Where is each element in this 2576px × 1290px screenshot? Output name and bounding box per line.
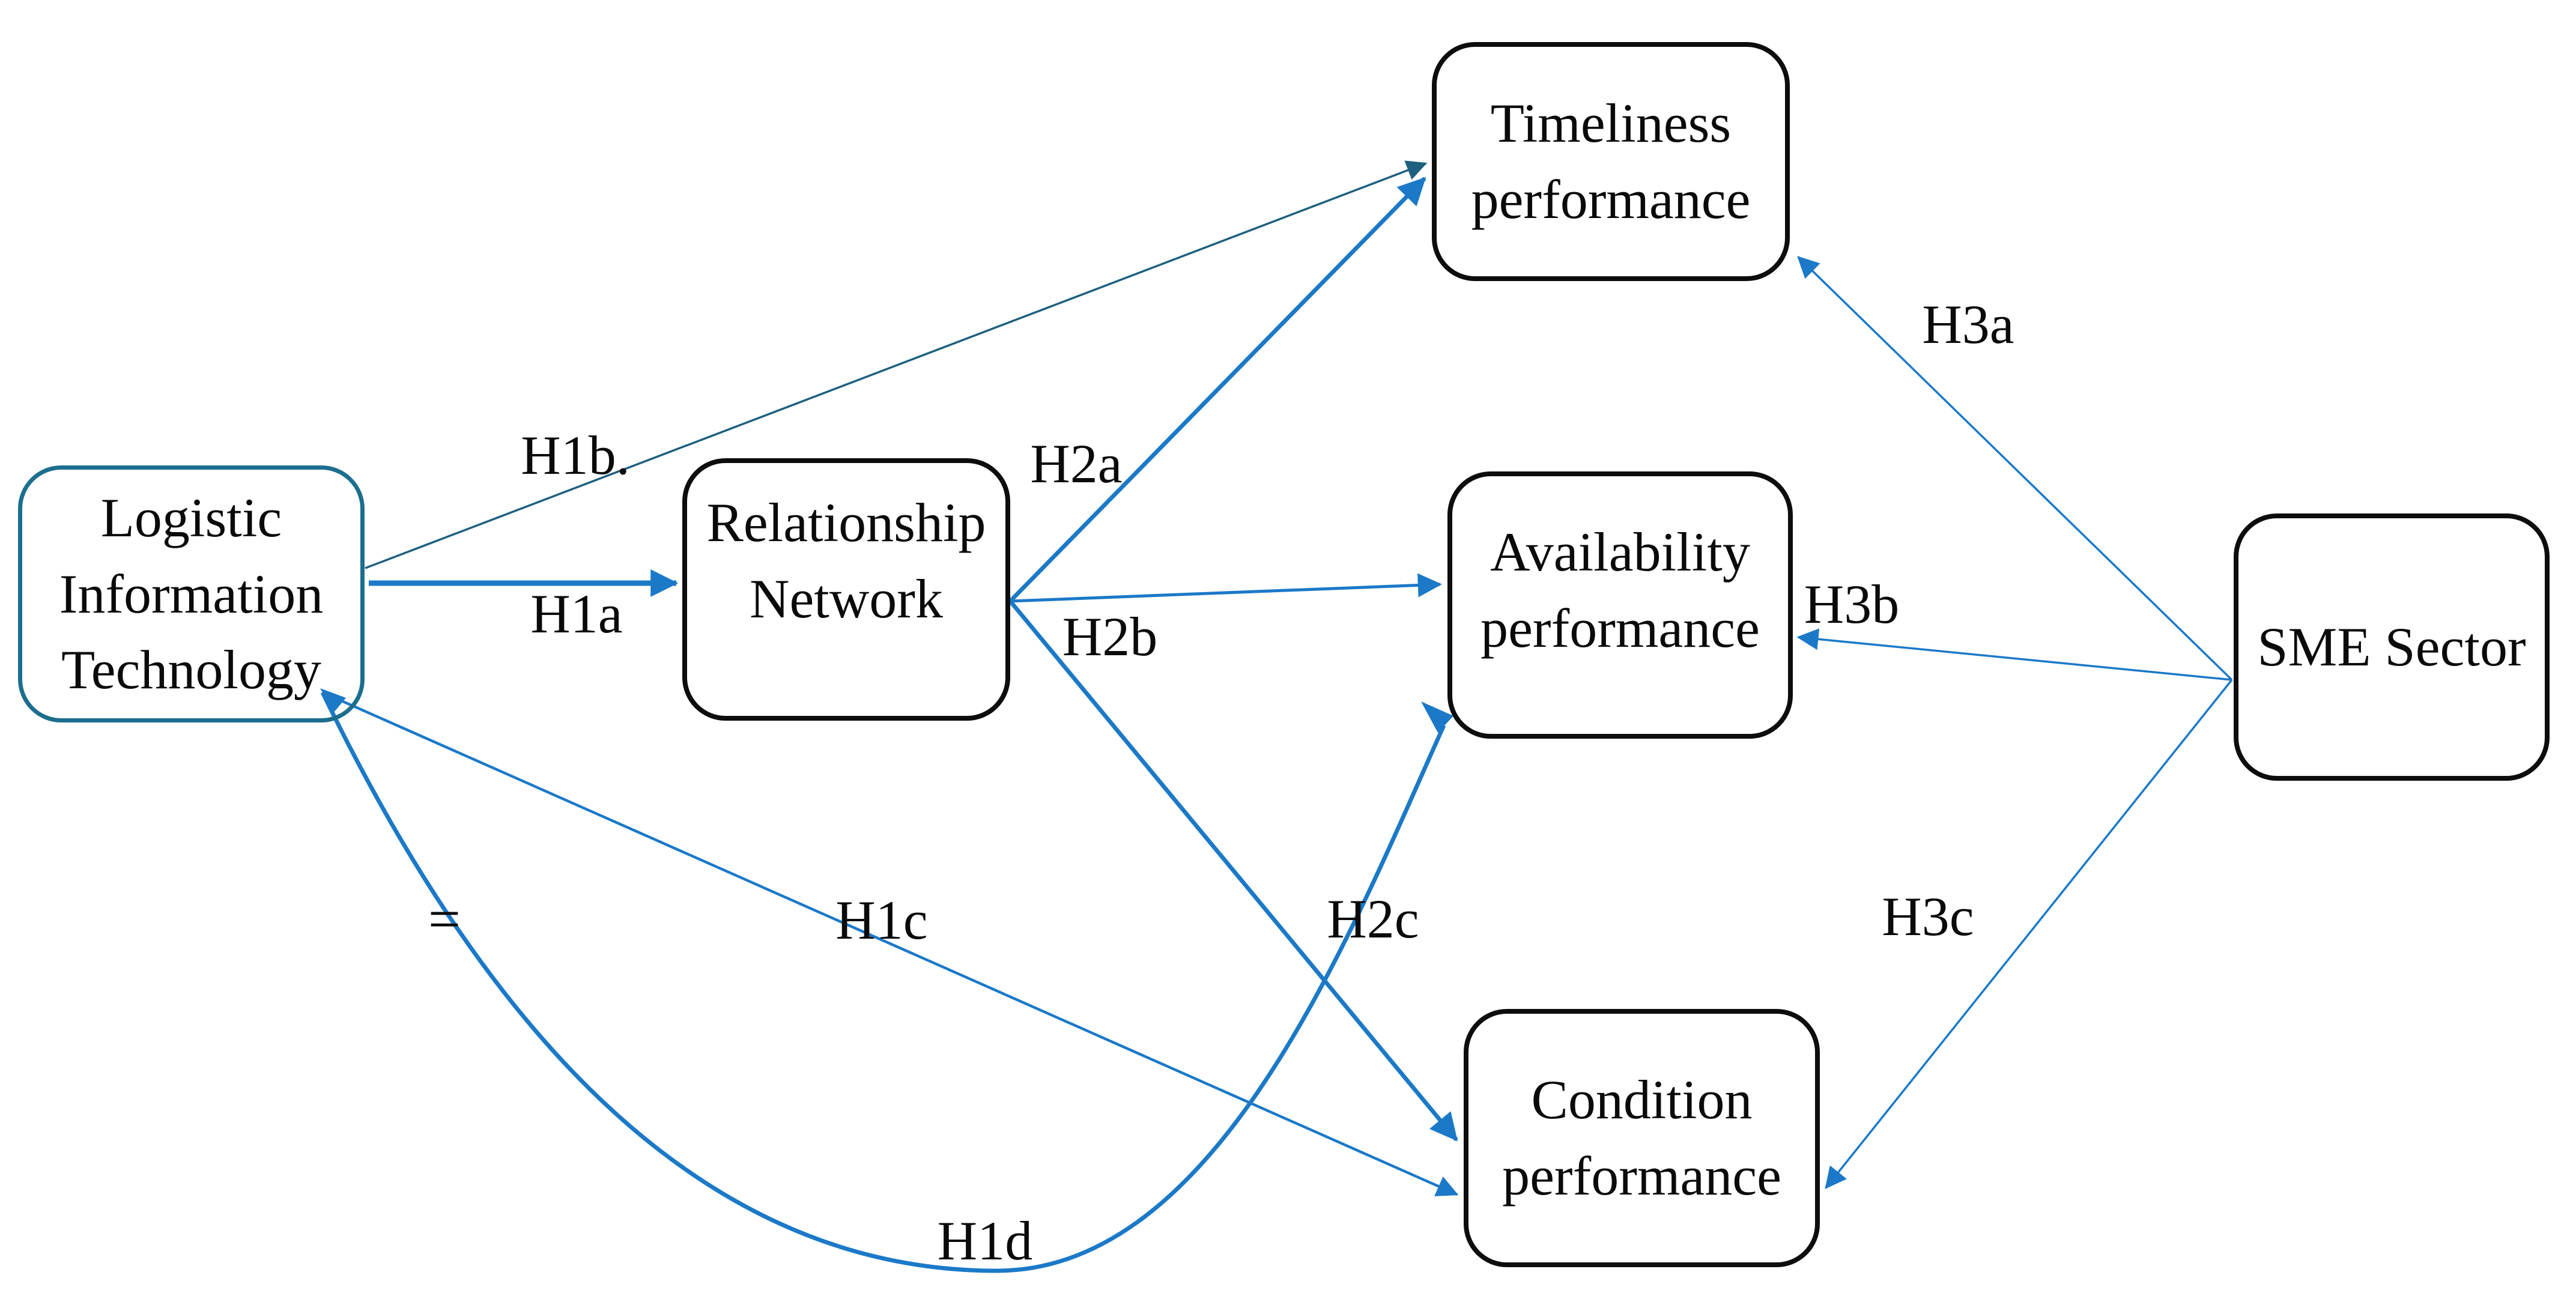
edge-label-h3c: H3c bbox=[1882, 886, 1974, 947]
edge-h2a-arrow bbox=[1008, 177, 1426, 603]
edge-h1d-arrowhead bbox=[1421, 701, 1453, 733]
node-relationship-network: Relationship Network bbox=[682, 458, 1010, 721]
edge-h3c-arrow bbox=[1825, 679, 2233, 1189]
edge-h1c-arrow bbox=[322, 691, 1459, 1196]
edge-h1b-arrow bbox=[365, 160, 1428, 569]
edge-h1d-arrow bbox=[320, 691, 1446, 1273]
edge-label-h3a: H3a bbox=[1922, 294, 2014, 355]
node-label: Relationship Network bbox=[706, 492, 986, 629]
edge-h3b-arrow bbox=[1796, 628, 2232, 681]
edge-h3a-arrow bbox=[1797, 256, 2233, 681]
node-timeliness-performance: Timeliness performance bbox=[1432, 42, 1790, 281]
edge-label-h3b: H3b bbox=[1804, 574, 1900, 635]
edge-label-h2c: H2c bbox=[1327, 888, 1419, 949]
equals-symbol: = bbox=[428, 886, 461, 951]
node-condition-performance: Condition performance bbox=[1464, 1009, 1820, 1267]
node-logistic-information-technology: Logistic Information Technology bbox=[18, 465, 365, 722]
node-availability-performance: Availability performance bbox=[1447, 471, 1793, 739]
edge-h2c-arrow bbox=[1008, 599, 1458, 1142]
node-label: Condition performance bbox=[1502, 1069, 1781, 1207]
edge-label-h1d: H1d bbox=[937, 1210, 1033, 1271]
node-label: SME Sector bbox=[2257, 616, 2526, 678]
edge-h2b-arrow bbox=[1010, 573, 1442, 603]
edge-label-h2b: H2b bbox=[1062, 606, 1158, 667]
edge-label-h1c: H1c bbox=[835, 889, 928, 951]
node-label: Availability performance bbox=[1480, 521, 1760, 659]
edge-label-h1a: H1a bbox=[530, 583, 623, 644]
node-label: Timeliness performance bbox=[1471, 92, 1751, 230]
node-label: Logistic Information Technology bbox=[59, 486, 324, 701]
edge-label-h1b: H1b. bbox=[521, 425, 630, 486]
node-sme-sector: SME Sector bbox=[2234, 513, 2550, 781]
edge-label-h2a: H2a bbox=[1030, 433, 1123, 494]
